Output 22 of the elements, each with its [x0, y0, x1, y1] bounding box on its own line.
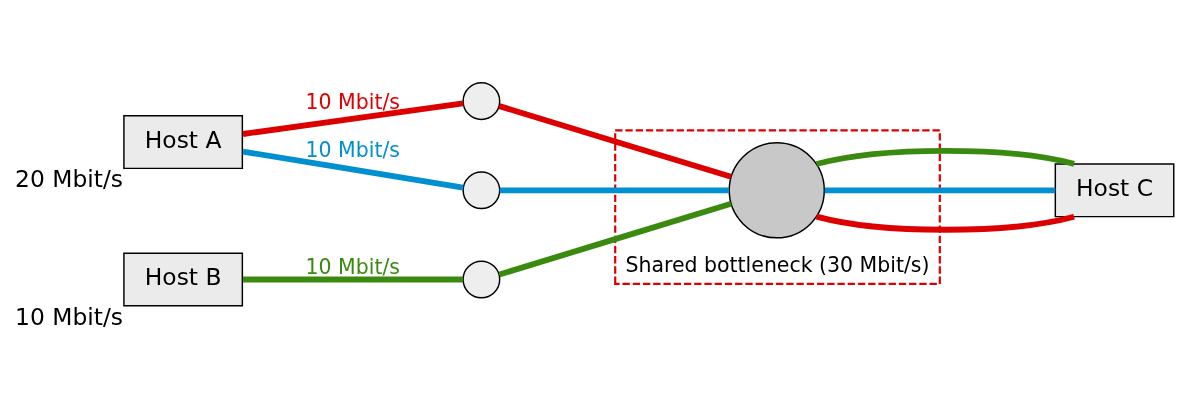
connector: [242, 148, 464, 191]
node-circle: [462, 82, 501, 121]
connector: [816, 147, 1075, 167]
node-circle: [728, 142, 825, 239]
edge-label: 10 Mbit/s: [305, 89, 400, 114]
connector: [498, 103, 732, 180]
edge-label: 10 Mbit/s: [305, 254, 400, 279]
node-box: Host B: [123, 252, 244, 307]
edge-label: 10 Mbit/s: [305, 137, 400, 162]
node-box: Host C: [1054, 163, 1175, 218]
connector: [498, 201, 732, 278]
connector: [824, 187, 1056, 194]
node-label: 10 Mbit/s: [15, 302, 124, 331]
connector: [242, 100, 464, 137]
connector: [242, 276, 464, 283]
connector: [816, 213, 1075, 233]
connector: [499, 187, 730, 194]
node-box: Host A: [123, 115, 244, 170]
node-label: 20 Mbit/s: [15, 165, 124, 194]
cluster: Shared bottleneck (30 Mbit/s): [614, 129, 941, 285]
node-circle: [462, 260, 501, 299]
node-circle: [462, 171, 501, 210]
